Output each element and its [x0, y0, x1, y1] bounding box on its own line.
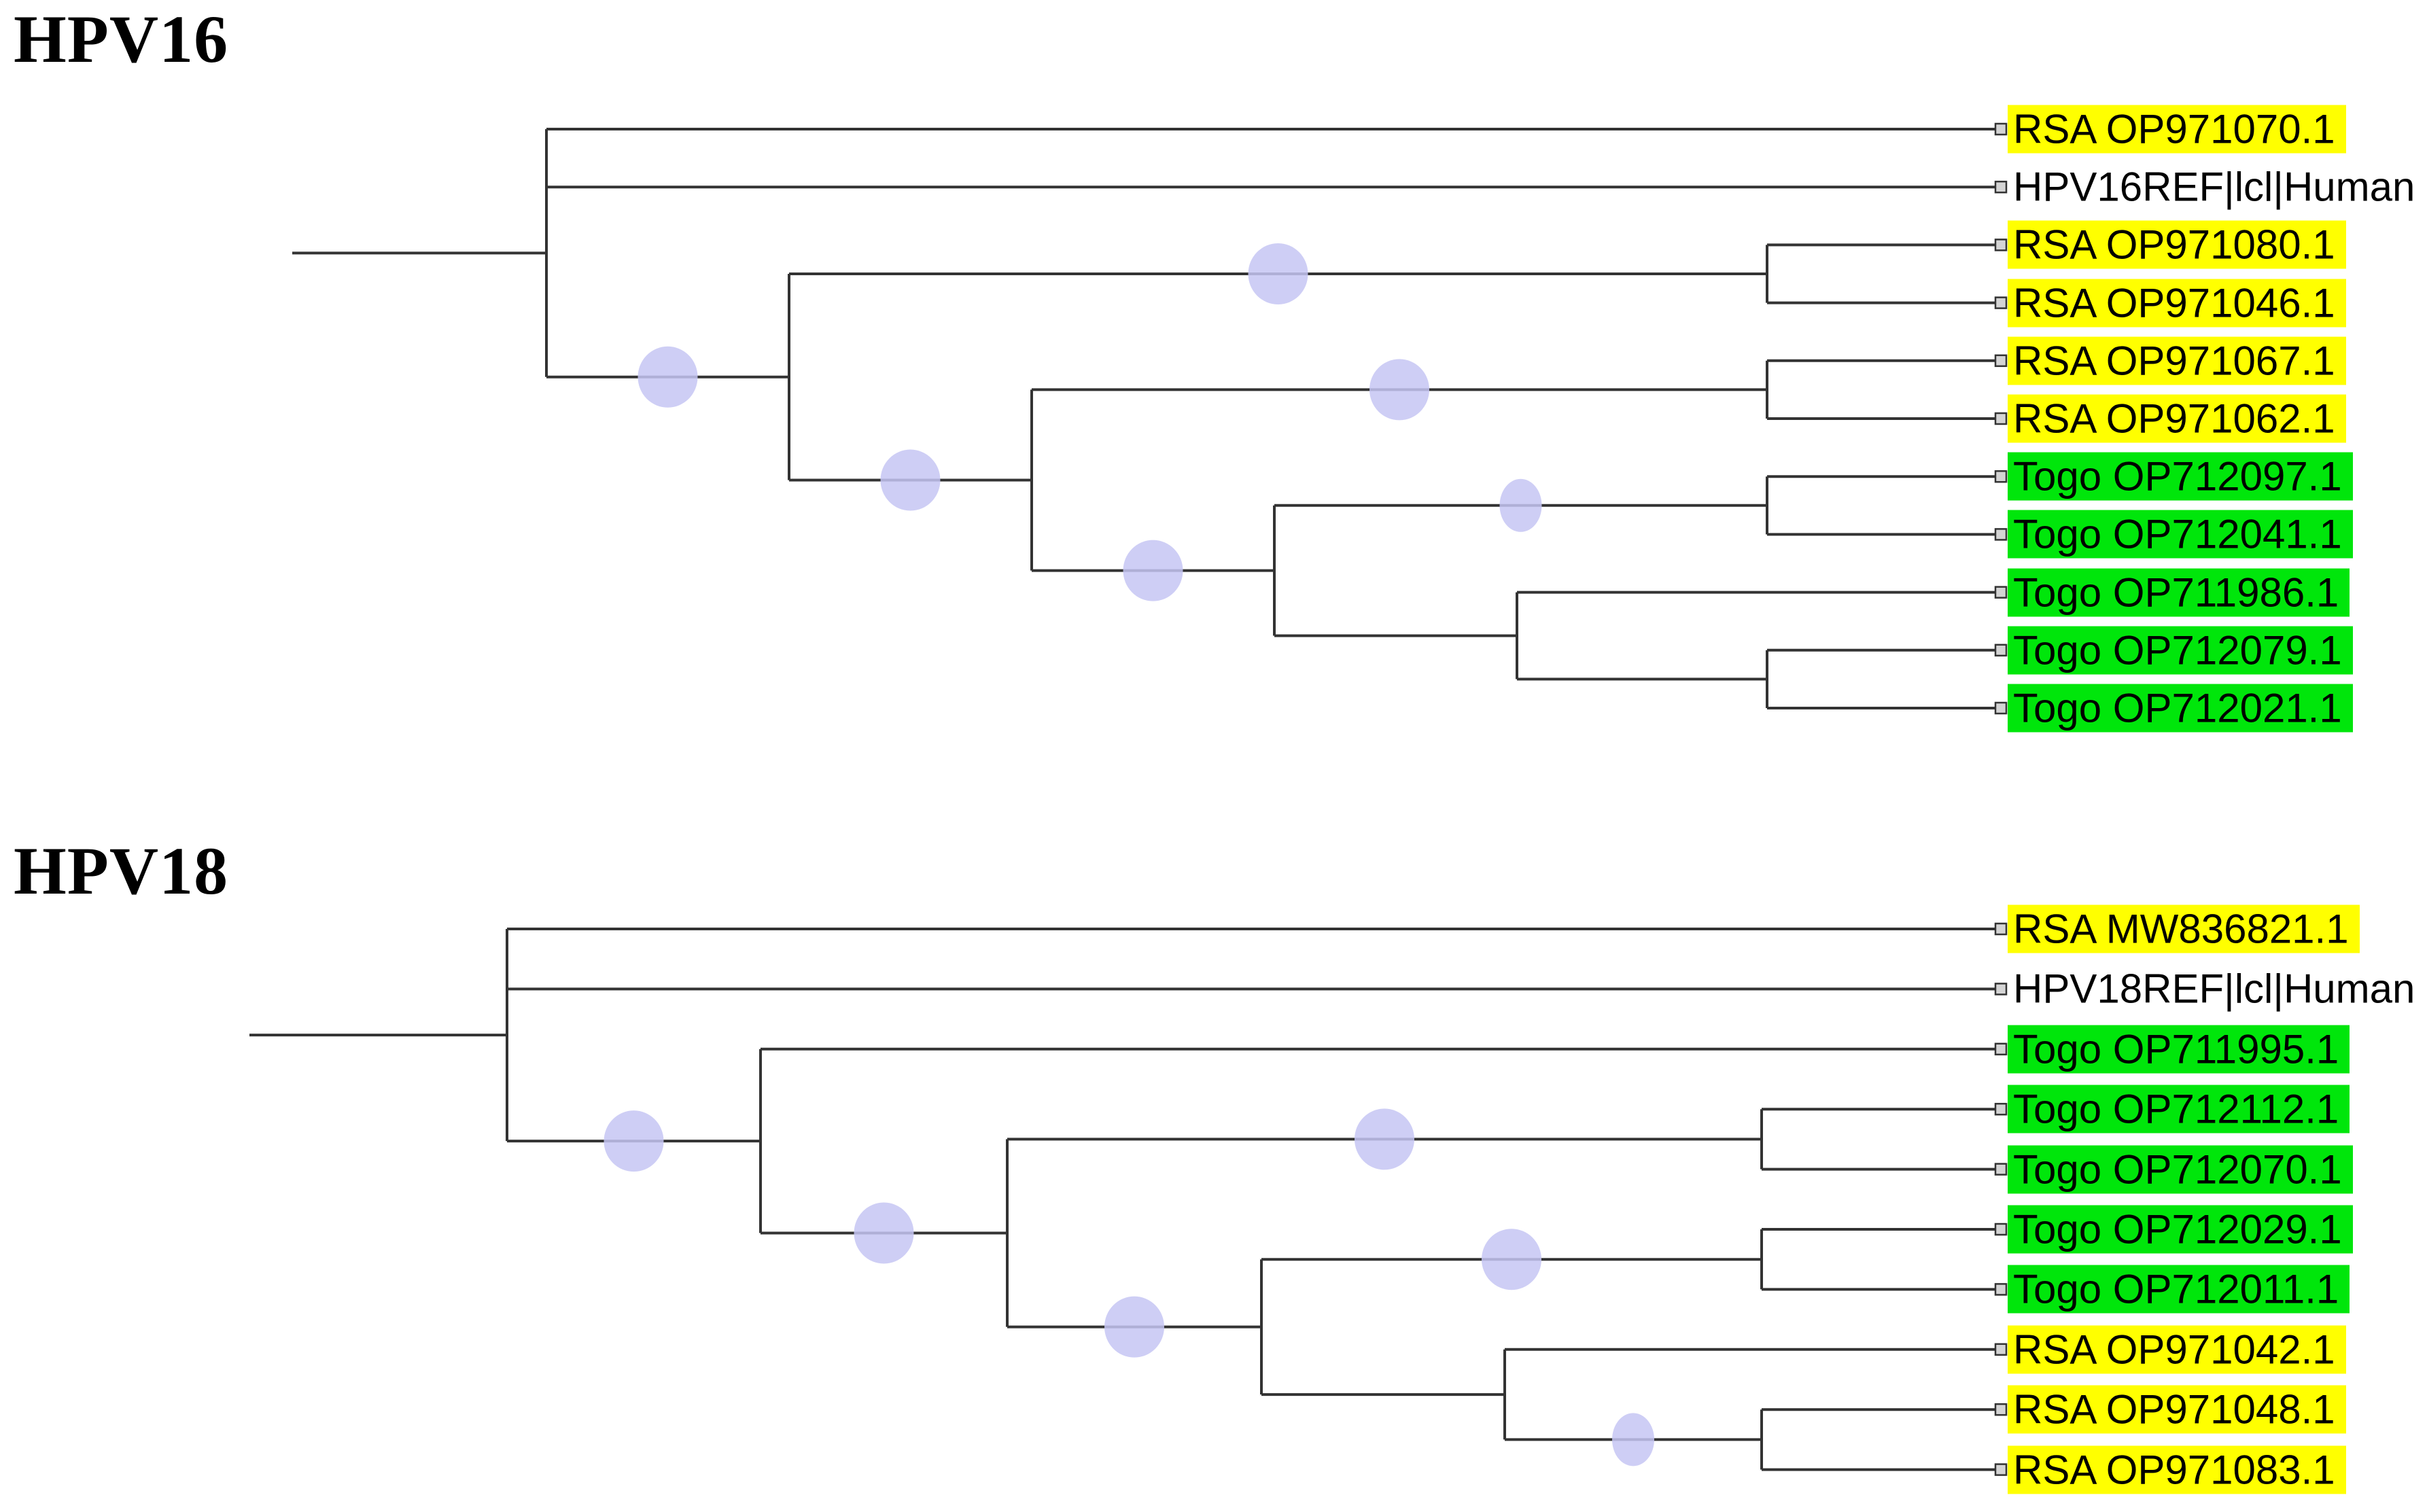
taxon-label: Togo OP711986.1: [2008, 568, 2350, 617]
bootstrap-support-circle: [1612, 1413, 1654, 1466]
tip-square-icon: [1994, 922, 2008, 936]
taxon-label: RSA OP971062.1: [2008, 394, 2346, 443]
taxon-label: Togo OP712011.1: [2008, 1265, 2350, 1314]
taxon-label: Togo OP712021.1: [2008, 684, 2353, 733]
tip-square-icon: [1994, 1163, 2008, 1176]
tree-title-hpv16: HPV16: [14, 1, 229, 77]
bootstrap-support-circle: [1499, 478, 1542, 532]
taxon-label: Togo OP712029.1: [2008, 1205, 2353, 1254]
tip-square-icon: [1994, 1042, 2008, 1056]
taxon-label: Togo OP712097.1: [2008, 452, 2353, 501]
taxon-label: RSA OP971046.1: [2008, 279, 2346, 328]
taxon-label: RSA MW836821.1: [2008, 904, 2360, 953]
tip-square-icon: [1994, 644, 2008, 657]
tip-square-icon: [1994, 983, 2008, 996]
bootstrap-support-circle: [1123, 540, 1183, 601]
taxon-label: Togo OP712041.1: [2008, 510, 2353, 559]
bootstrap-support-circle: [880, 449, 941, 511]
taxon-label: HPV18REF|lcl|Human: [2013, 966, 2415, 1012]
bootstrap-support-circle: [1104, 1296, 1164, 1358]
taxon-label: RSA OP971083.1: [2008, 1445, 2346, 1494]
tip-square-icon: [1994, 239, 2008, 251]
taxon-label: Togo OP712112.1: [2008, 1085, 2350, 1133]
tip-square-icon: [1994, 701, 2008, 715]
tip-square-icon: [1994, 180, 2008, 194]
taxon-label: Togo OP712079.1: [2008, 626, 2353, 675]
tip-square-icon: [1994, 1463, 2008, 1476]
taxon-label: HPV16REF|lcl|Human: [2013, 164, 2415, 210]
tip-square-icon: [1994, 1102, 2008, 1116]
taxon-label: RSA OP971048.1: [2008, 1385, 2346, 1434]
bootstrap-support-circle: [1355, 1108, 1414, 1170]
taxon-label: RSA OP971067.1: [2008, 336, 2346, 385]
tip-square-icon: [1994, 528, 2008, 541]
tip-square-icon: [1994, 1283, 2008, 1296]
tip-square-icon: [1994, 470, 2008, 483]
tip-square-icon: [1994, 122, 2008, 136]
tip-square-icon: [1994, 412, 2008, 425]
tree-title-hpv18: HPV18: [14, 833, 229, 909]
bootstrap-support-circle: [604, 1110, 664, 1172]
tip-square-icon: [1994, 354, 2008, 368]
tip-square-icon: [1994, 586, 2008, 599]
taxon-label: Togo OP711995.1: [2008, 1025, 2350, 1074]
tip-square-icon: [1994, 296, 2008, 309]
taxon-label: RSA OP971080.1: [2008, 220, 2346, 269]
taxon-label: RSA OP971070.1: [2008, 105, 2346, 154]
tip-square-icon: [1994, 1343, 2008, 1356]
taxon-label: Togo OP712070.1: [2008, 1145, 2353, 1194]
bootstrap-support-circle: [1369, 359, 1429, 421]
bootstrap-support-circle: [1482, 1229, 1541, 1290]
bootstrap-support-circle: [638, 346, 698, 408]
tip-square-icon: [1994, 1403, 2008, 1416]
bootstrap-support-circle: [854, 1202, 914, 1264]
bootstrap-support-circle: [1248, 243, 1308, 304]
tip-square-icon: [1994, 1223, 2008, 1236]
taxon-label: RSA OP971042.1: [2008, 1325, 2346, 1374]
